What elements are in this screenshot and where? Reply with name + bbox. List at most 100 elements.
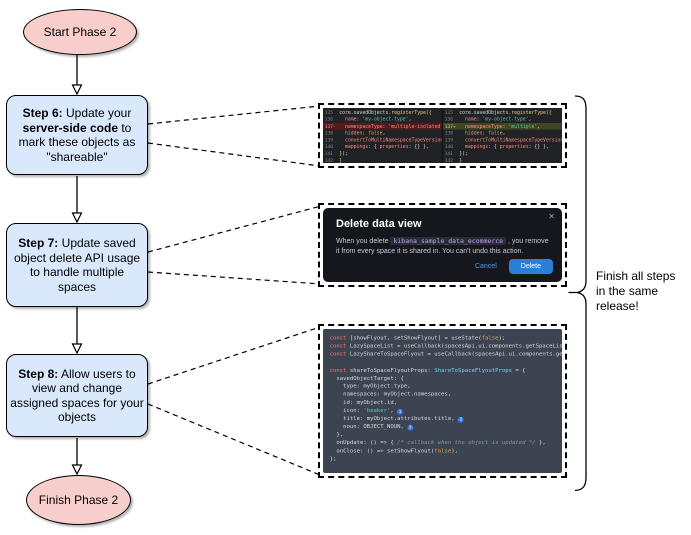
step7-label: Step 7: Update saved object delete API u… (13, 236, 141, 294)
line-number: 141 (444, 150, 453, 157)
line-number: 137- (324, 123, 336, 129)
diff-line-text: namespaceType: 'multiple', (465, 123, 541, 129)
curly-brace (568, 95, 587, 492)
code-line: onClose: () => setShowFlyout(false), (329, 447, 458, 455)
code-line: }, (329, 431, 344, 439)
line-number: 137+ (444, 123, 456, 129)
screenshot-frame-modal: Delete data view ✕ When you delete kiban… (318, 203, 567, 287)
modal-title: Delete data view (336, 218, 422, 230)
arrowhead-icon (71, 464, 83, 476)
diff-line-text: hidden: false, (344, 130, 386, 136)
line-number: 138 (324, 130, 333, 136)
step6-label: Step 6: Update your server-side code to … (18, 106, 136, 164)
diff-line-text: }); (459, 150, 468, 157)
code-line: const [showFlyout, setShowFlyout] = useS… (329, 334, 506, 342)
diff-row: 135 core.savedObjects.registerType({ (443, 109, 562, 116)
diff-line-text: mappings: { properties: {} }, (465, 143, 549, 150)
line-number: 142 (444, 157, 453, 163)
code-line: id: myObject.id, (329, 399, 398, 406)
delete-data-view-modal: Delete data view ✕ When you delete kiban… (323, 208, 562, 282)
step6-node: Step 6: Update your server-side code to … (6, 95, 148, 175)
diff-line-text: mappings: { properties: {} }, (344, 143, 429, 150)
screenshot-frame-code: const [showFlyout, setShowFlyout] = useS… (318, 324, 567, 478)
brace-label-line: in the same (596, 284, 659, 298)
diff-row: 137+ namespaceType: 'multiple', (443, 122, 562, 130)
data-view-name-chip: kibana_sample_data_ecommerce (390, 237, 507, 245)
modal-body-prefix: When you delete (336, 238, 391, 245)
code-line: namespaces: myObject.namespaces, (329, 391, 452, 398)
code-sample-lines: const [showFlyout, setShowFlyout] = useS… (323, 329, 562, 463)
start-node: Start Phase 2 (23, 9, 137, 55)
diff-line-text: core.savedObjects.registerType({ (339, 109, 432, 116)
code-line: onUpdate: () => { /* callback when the o… (329, 439, 546, 447)
diff-line-text: convertToMultiNamespaceTypeVersion: '8 (465, 137, 562, 143)
line-number: 139 (444, 137, 453, 143)
line-number: 140 (324, 143, 333, 150)
diff-row: 141}); (323, 150, 442, 157)
line-number: 140 (444, 143, 453, 150)
callout-connector (147, 326, 321, 385)
code-line: title: myObject.attributes.title, 2 (329, 415, 464, 423)
callout-connector (147, 105, 321, 125)
brace-label: Finish all steps in the same release! (596, 269, 675, 314)
start-node-label: Start Phase 2 (43, 25, 117, 39)
arrowhead-icon (71, 343, 83, 355)
modal-body-suffix: , you remove it from every space it is s… (336, 238, 549, 255)
code-line: const LazySpaceList = useCallback(spaces… (329, 342, 562, 350)
line-number: 138 (444, 130, 453, 136)
delete-button[interactable]: Delete (508, 259, 553, 274)
callout-connector (147, 205, 322, 253)
diff-line-text: name: 'my-object-type', (465, 116, 532, 123)
code-line: savedObjectTarget: { (329, 375, 404, 382)
code-line: const shareToSpaceFlyoutProps: ShareToSp… (329, 367, 526, 374)
diff-row: 135 core.savedObjects.registerType({ (323, 109, 442, 116)
line-number: 141 (324, 150, 333, 157)
cancel-button[interactable]: Cancel (474, 263, 497, 270)
diff-line-text: name: 'my-object-type', (344, 116, 412, 123)
callout-number-badge: 2 (457, 416, 464, 423)
diff-line-text: convertToMultiNamespaceTypeVersion: '8 (344, 137, 442, 143)
diff-row: 138 hidden: false, (323, 130, 442, 137)
diff-line-text: hidden: false, (465, 130, 506, 136)
brace-label-line: release! (596, 299, 639, 313)
code-line: const LazyShareToSpaceFlyout = useCallba… (329, 351, 562, 358)
line-number: 136 (444, 116, 453, 123)
step8-node: Step 8: Allow users to view and change a… (6, 354, 148, 437)
line-number: 135 (444, 109, 453, 116)
diff-line-text: } (459, 157, 463, 163)
diff-row: 136 name: 'my-object-type', (443, 116, 562, 123)
diff-row: 140 mappings: { properties: {} }, (323, 143, 442, 150)
line-number: 139 (324, 137, 333, 143)
callout-connector (147, 403, 321, 476)
step8-label: Step 8: Allow users to view and change a… (10, 366, 144, 425)
diff-row: 137- namespaceType: 'multiple-isolated', (323, 122, 442, 130)
diff-row: 141}); (443, 150, 562, 157)
arrowhead-icon (71, 212, 83, 224)
code-line: type: myObject.type, (329, 383, 411, 390)
modal-body: When you delete kibana_sample_data_ecomm… (336, 236, 550, 257)
finish-node: Finish Phase 2 (26, 475, 131, 525)
close-icon[interactable]: ✕ (548, 212, 555, 221)
step7-node: Step 7: Update saved object delete API u… (6, 223, 148, 307)
diff-line-text: }); (339, 150, 348, 157)
callout-number-badge: 3 (407, 424, 414, 431)
diff-row: 140 mappings: { properties: {} }, (443, 143, 562, 150)
diff-line-text: core.savedObjects.registerType({ (459, 109, 552, 116)
code-sample-screenshot: const [showFlyout, setShowFlyout] = useS… (323, 329, 562, 473)
diff-line-text: } (339, 157, 343, 163)
diff-panel-before: 135 core.savedObjects.registerType({ 136 n… (323, 109, 442, 163)
diff-row: 138 hidden: false, (443, 130, 562, 137)
diff-line-text: namespaceType: 'multiple-isolated', (344, 123, 442, 129)
line-number: 135 (324, 109, 333, 116)
diff-row: 142} (443, 157, 562, 163)
arrowhead-icon (71, 84, 83, 96)
line-number: 136 (324, 116, 333, 123)
diff-row: 142} (323, 157, 442, 163)
diff-row: 139 convertToMultiNamespaceTypeVersion: … (323, 137, 442, 144)
brace-label-line: Finish all steps (596, 269, 676, 283)
